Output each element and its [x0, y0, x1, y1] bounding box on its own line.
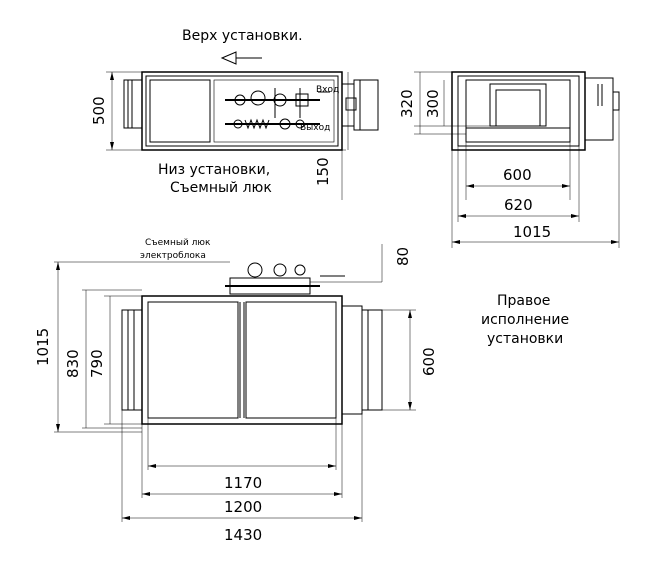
plan-pipework — [225, 262, 345, 295]
front-view — [414, 71, 620, 248]
dim-plan-790: 790 — [88, 349, 106, 378]
dim-plan-600: 600 — [420, 347, 438, 376]
dim-plan-1430: 1430 — [224, 526, 262, 544]
right-label-line1: Правое — [497, 293, 550, 309]
bottom-label-line1: Низ установки, — [158, 162, 270, 178]
bottom-label-line2: Съемный люк — [170, 180, 272, 196]
pipework-upper — [225, 88, 330, 118]
right-label-line3: установки — [487, 331, 563, 347]
dim-side-bottom: 150 — [314, 157, 332, 186]
dim-front-600: 600 — [503, 166, 532, 184]
panel-label-line2: электроблока — [140, 251, 206, 261]
dim-side-height: 500 — [90, 96, 108, 125]
dim-front-300: 300 — [424, 89, 442, 118]
side-view — [106, 51, 379, 200]
arrow-left-icon — [220, 51, 262, 65]
inlet-label: Вход — [316, 85, 339, 95]
top-direction-label: Верх установки. — [182, 28, 303, 44]
dim-front-320: 320 — [398, 89, 416, 118]
panel-label-line1: Съемный люк — [145, 238, 211, 248]
dim-front-620: 620 — [504, 196, 533, 214]
dim-front-1015: 1015 — [513, 223, 551, 241]
outlet-label: Выход — [300, 123, 330, 133]
dim-plan-80: 80 — [394, 247, 412, 266]
plan-view — [54, 244, 416, 522]
pipework-lower — [225, 118, 320, 130]
dim-plan-1200: 1200 — [224, 498, 262, 516]
dim-plan-1170: 1170 — [224, 474, 262, 492]
right-label-line2: исполнение — [481, 312, 569, 328]
dim-plan-830: 830 — [64, 349, 82, 378]
dim-plan-1015: 1015 — [34, 328, 52, 366]
